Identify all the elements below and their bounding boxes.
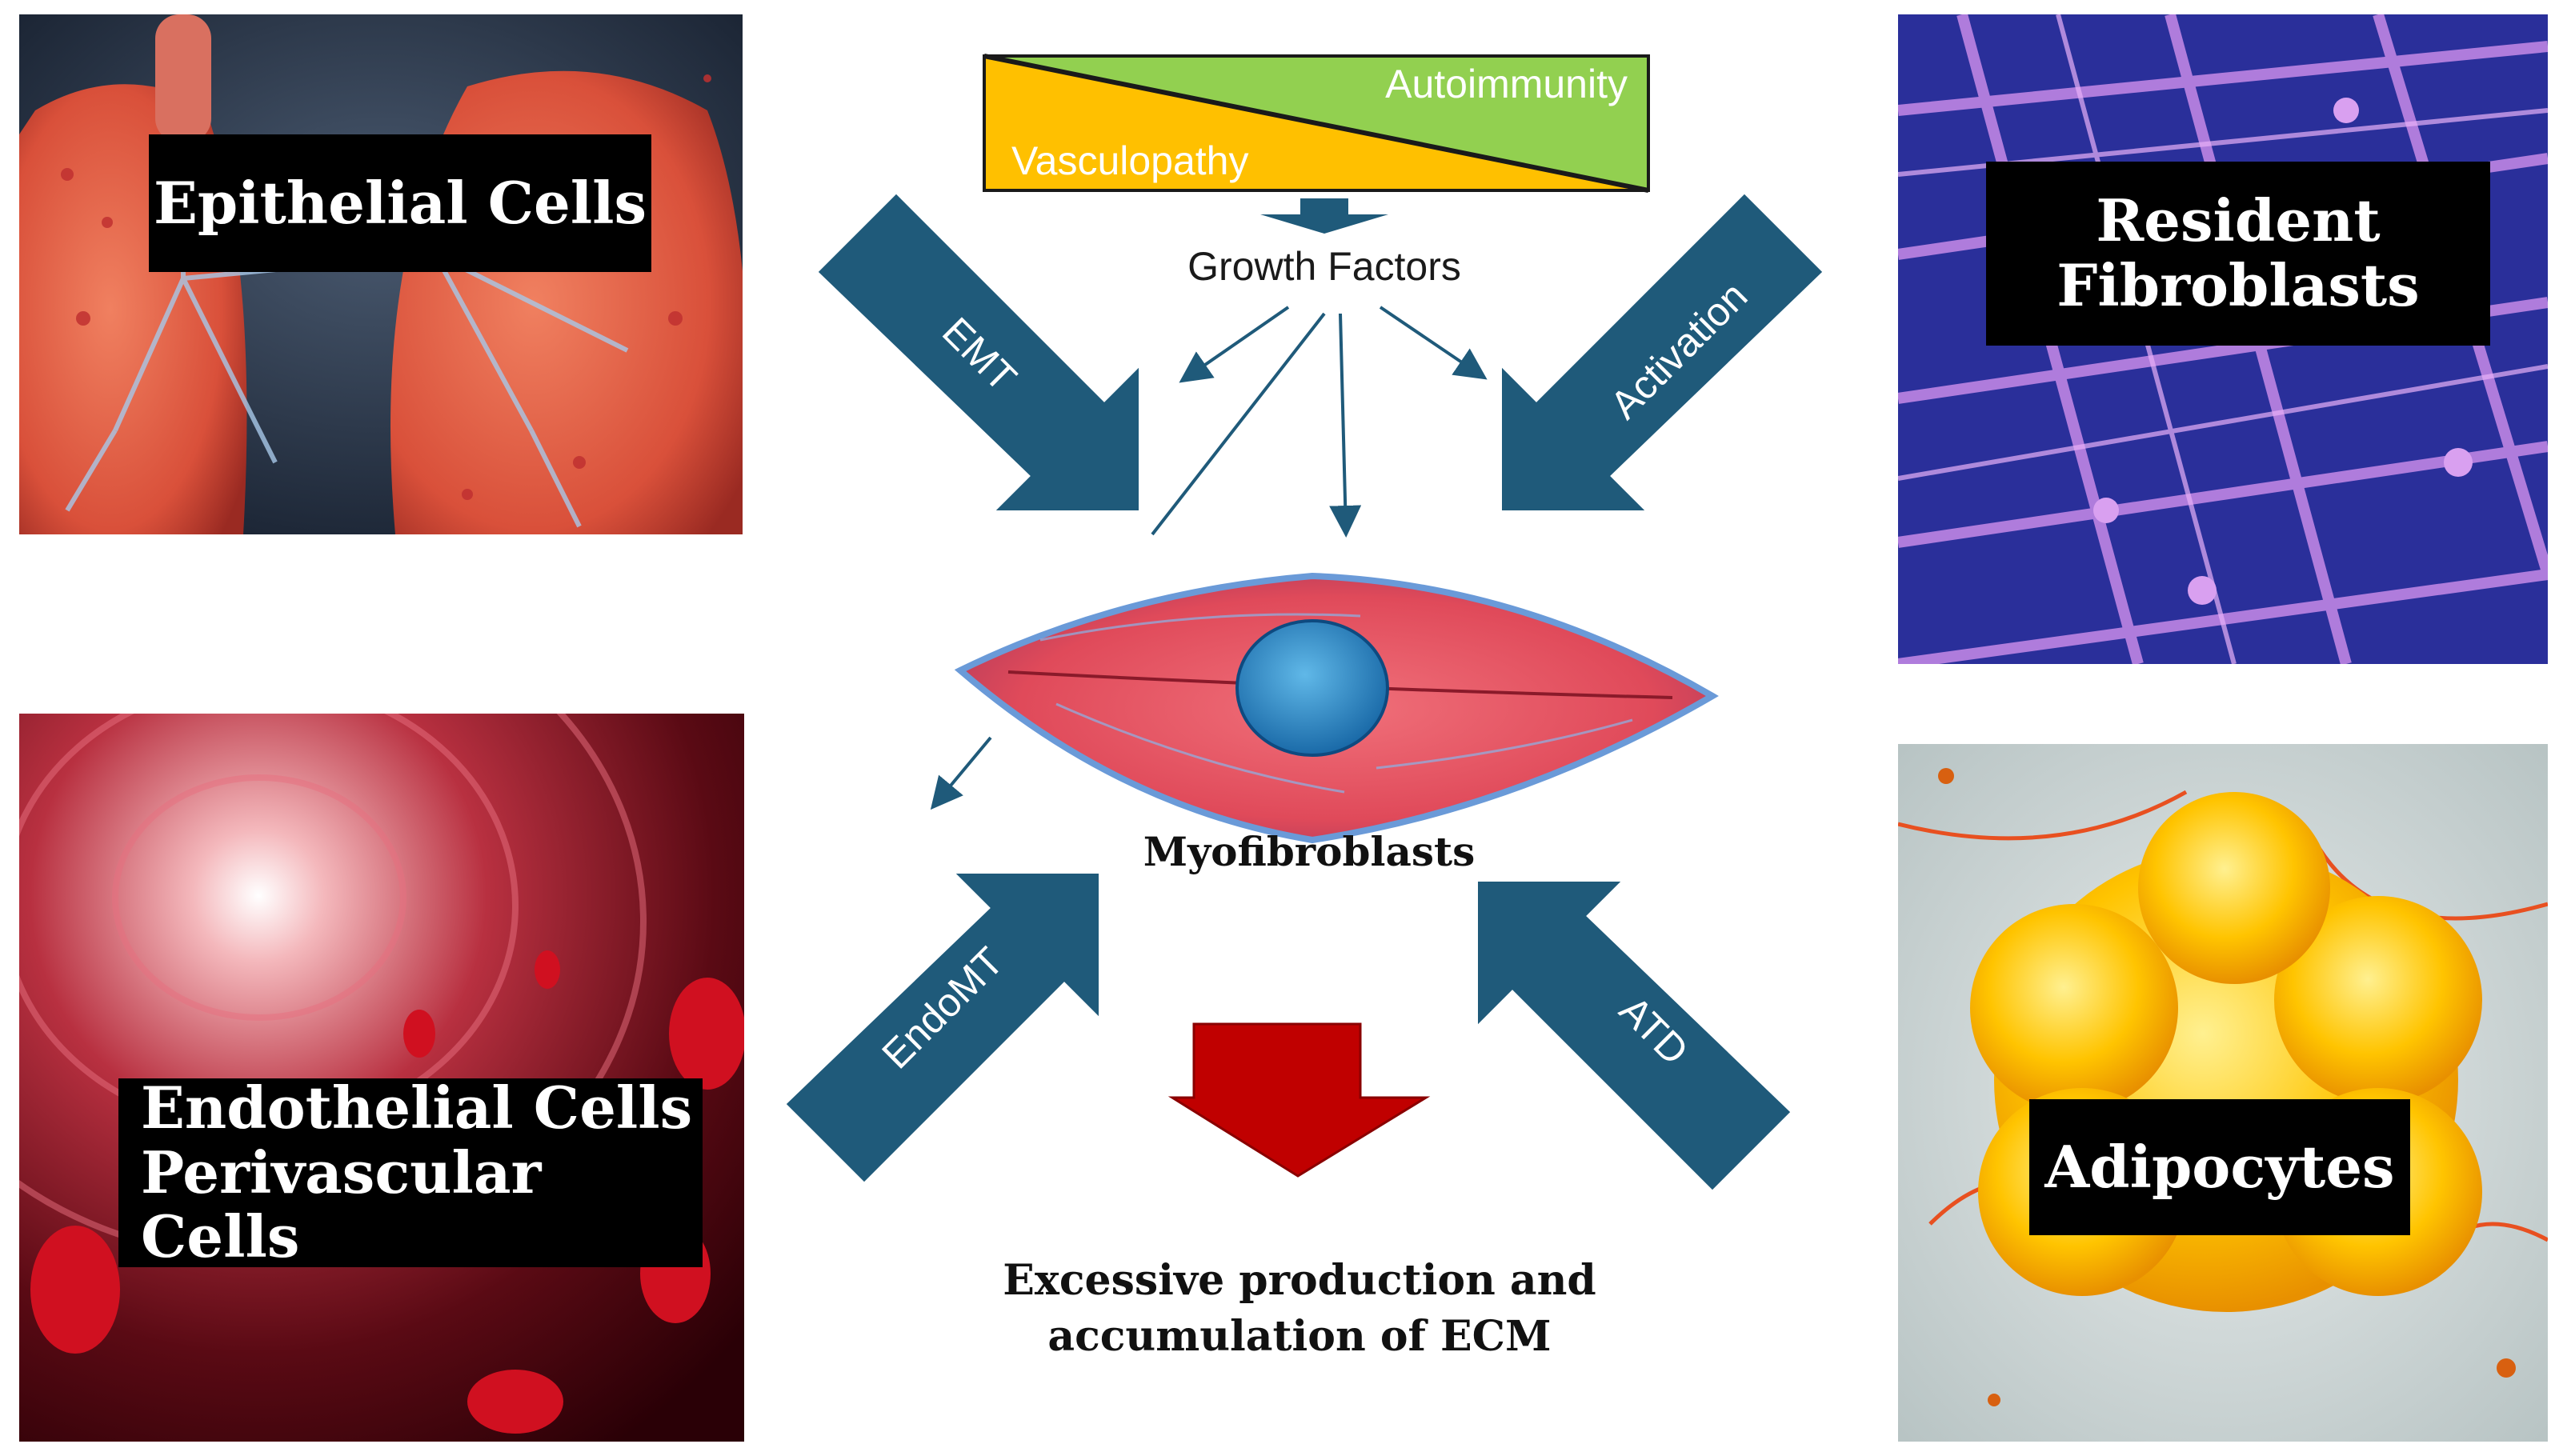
endomt-arrow: EndoMT <box>782 870 1102 1186</box>
adipocyte-image: Adipocytes <box>1898 744 2548 1442</box>
growth-factors-label: Growth Factors <box>1187 244 1461 289</box>
gf-line-long <box>1151 312 1326 536</box>
vasculopathy-label: Vasculopathy <box>1011 138 1248 183</box>
atd-arrow: ATD <box>1475 878 1795 1194</box>
resident-text: Resident <box>2096 186 2381 255</box>
perivascular-text: Perivascular Cells <box>141 1138 542 1271</box>
lung-image: Epithelial Cells <box>19 14 743 534</box>
gf-arrow-right <box>1379 306 1488 380</box>
disease-gradient: Autoimmunity Vasculopathy <box>983 54 1650 193</box>
activation-arrow: Activation <box>1499 190 1827 514</box>
outcome-line1: Excessive production and <box>1003 1256 1596 1305</box>
gf-arrow-left <box>1179 306 1290 383</box>
fibroblasts-text: Fibroblasts <box>2056 251 2420 319</box>
resident-fibroblasts-label: Resident Fibroblasts <box>1986 162 2490 346</box>
adipocytes-label: Adipocytes <box>2029 1099 2410 1235</box>
growth-factor-arrows <box>930 306 1488 810</box>
fibroblast-network-image: Resident Fibroblasts <box>1898 14 2548 664</box>
autoimmunity-label: Autoimmunity <box>1385 62 1628 106</box>
outcome-arrow <box>1167 1022 1431 1178</box>
outcome-line2: accumulation of ECM <box>1047 1312 1551 1361</box>
epithelial-cells-text: Epithelial Cells <box>153 168 647 237</box>
gf-arrow-lower-left <box>930 736 992 810</box>
adipocytes-text: Adipocytes <box>2044 1132 2395 1201</box>
gradient-down-arrow <box>1260 198 1388 234</box>
myofibroblasts-label: Myofibroblasts <box>1143 828 1476 875</box>
gf-arrow-down <box>1329 313 1362 538</box>
endothelial-cells-label: Endothelial Cells Perivascular Cells <box>118 1074 703 1271</box>
emt-arrow: EMT <box>814 190 1142 514</box>
gradient-frame <box>983 54 1650 192</box>
endothelial-text: Endothelial Cells <box>141 1074 693 1142</box>
blood-vessel-image: Endothelial Cells Perivascular Cells <box>19 714 744 1442</box>
gradient-divider <box>983 54 1649 193</box>
myofibroblast-cell-image <box>954 572 1719 844</box>
epithelial-cells-label: Epithelial Cells <box>149 134 651 272</box>
